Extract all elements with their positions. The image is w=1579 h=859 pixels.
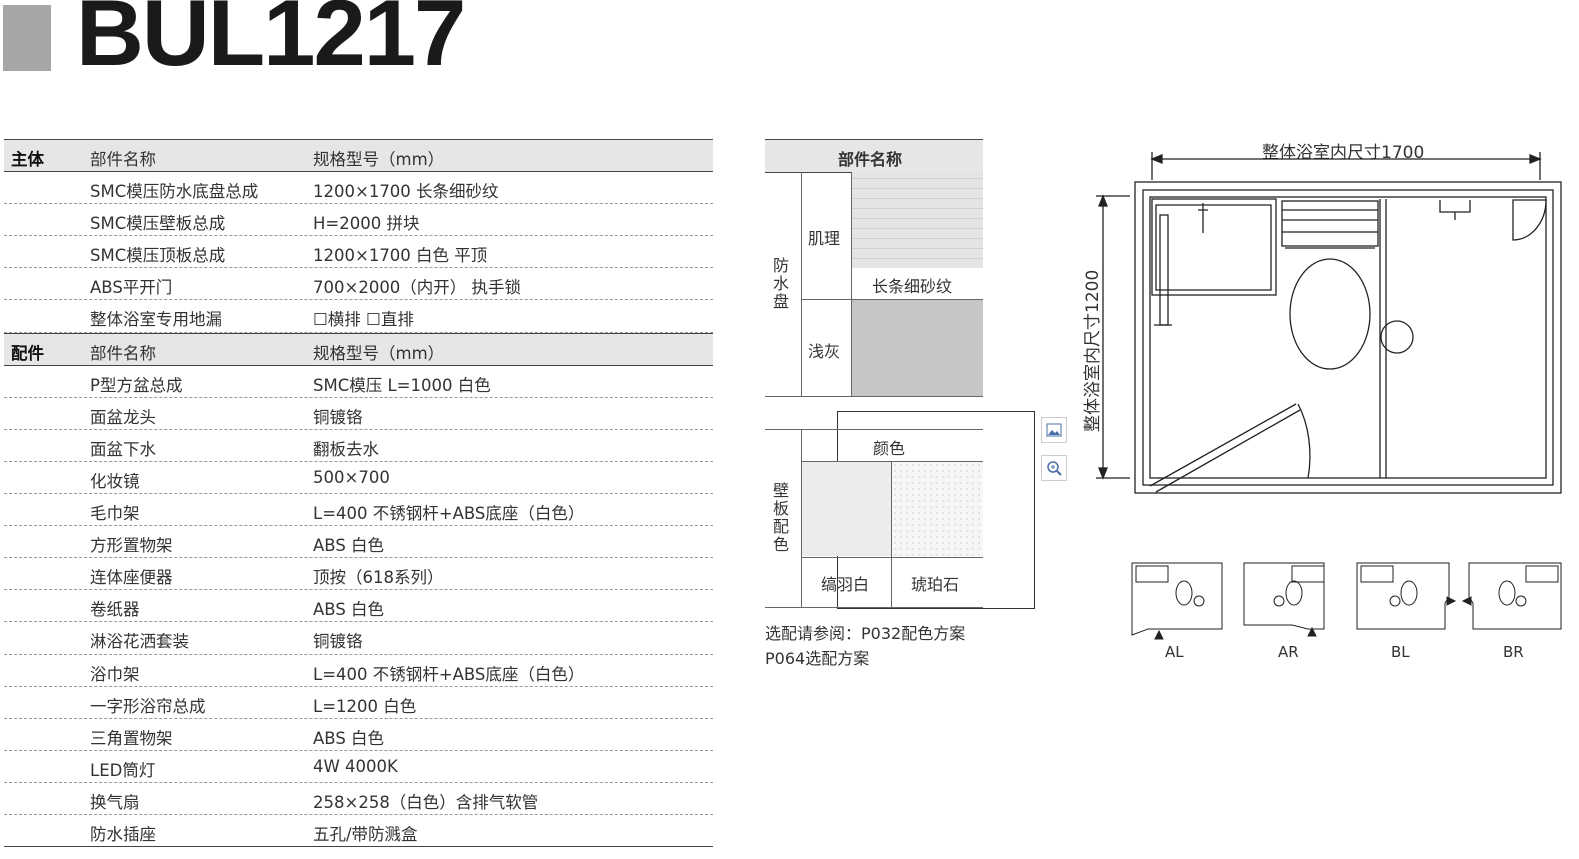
table-row: 淋浴花洒套装 铜镀铬 bbox=[4, 622, 713, 655]
table-row: 防水插座 五孔/带防溅盒 bbox=[4, 815, 713, 848]
part-spec: 258×258（白色）含排气软管 bbox=[313, 792, 539, 812]
color-panel-header: 部件名称 bbox=[838, 150, 903, 169]
column-header: 部件名称 bbox=[90, 150, 156, 169]
part-spec: 顶按（618系列） bbox=[313, 568, 444, 588]
title-color-block bbox=[3, 5, 51, 71]
table-row: 方形置物架 ABS 白色 bbox=[4, 526, 713, 559]
table-row: ABS平开门 700×2000（内开） 执手锁 bbox=[4, 268, 713, 301]
column-header: 主体 bbox=[11, 150, 44, 169]
wall-group-label: 壁板配色 bbox=[773, 481, 790, 554]
part-spec: 铜镀铬 bbox=[313, 407, 363, 427]
part-name: SMC模压壁板总成 bbox=[90, 214, 226, 234]
part-spec: 700×2000（内开） 执手锁 bbox=[313, 278, 522, 298]
image-icon[interactable] bbox=[1041, 417, 1067, 443]
part-name: SMC模压顶板总成 bbox=[90, 246, 226, 266]
part-name: 连体座便器 bbox=[90, 568, 173, 588]
part-name: 换气扇 bbox=[90, 792, 140, 812]
table-row: 整体浴室专用地漏 ☐横排 ☐直排 bbox=[4, 300, 713, 333]
note-line-1: 选配请参阅：P032配色方案 bbox=[765, 624, 966, 643]
table-row: 三角置物架 ABS 白色 bbox=[4, 719, 713, 751]
wall-color-header: 颜色 bbox=[873, 439, 906, 458]
part-name: 一字形浴帘总成 bbox=[90, 696, 206, 716]
part-spec: L=400 不锈钢杆+ABS底座（白色） bbox=[313, 664, 585, 684]
width-dimension-label: 整体浴室内尺寸1700 bbox=[1262, 143, 1425, 163]
part-name: 整体浴室专用地漏 bbox=[90, 310, 222, 330]
part-name: 三角置物架 bbox=[90, 728, 173, 748]
model-title: BUL1217 bbox=[76, 0, 466, 85]
part-spec: L=1200 白色 bbox=[313, 696, 417, 716]
note: 选配请参阅：P032配色方案 P064选配方案 bbox=[765, 621, 965, 671]
part-spec: 铜镀铬 bbox=[313, 632, 363, 652]
table-row: SMC模压顶板总成 1200×1700 白色 平顶 bbox=[4, 236, 713, 269]
part-name: SMC模压防水底盘总成 bbox=[90, 182, 259, 202]
part-name: 浴巾架 bbox=[90, 664, 140, 684]
accessory-section-header: 配件 部件名称 规格型号（mm） bbox=[4, 332, 713, 366]
table-row: SMC模压壁板总成 H=2000 拼块 bbox=[4, 204, 713, 237]
table-row: 一字形浴帘总成 L=1200 白色 bbox=[4, 687, 713, 719]
part-name: 方形置物架 bbox=[90, 536, 173, 556]
part-spec: L=400 不锈钢杆+ABS底座（白色） bbox=[313, 504, 585, 524]
tray-color-swatch bbox=[851, 300, 983, 396]
part-spec: 1200×1700 长条细砂纹 bbox=[313, 182, 499, 202]
part-spec: SMC模压 L=1000 白色 bbox=[313, 375, 491, 395]
part-spec: 4W 4000K bbox=[313, 756, 398, 776]
wall-swatch-white bbox=[802, 462, 891, 556]
variant-ar-label: AR bbox=[1278, 643, 1299, 661]
part-spec: ABS 白色 bbox=[313, 600, 385, 620]
part-name: 防水插座 bbox=[90, 824, 156, 844]
variant-br-label: BR bbox=[1503, 643, 1524, 661]
part-name: P型方盆总成 bbox=[90, 375, 183, 395]
table-row: SMC模压防水底盘总成 1200×1700 长条细砂纹 bbox=[4, 172, 713, 205]
part-name: 面盆龙头 bbox=[90, 407, 156, 427]
part-spec: ABS 白色 bbox=[313, 536, 385, 556]
table-row: 换气扇 258×258（白色）含排气软管 bbox=[4, 783, 713, 815]
tray-texture-name: 长条细砂纹 bbox=[872, 277, 953, 296]
wall-option-amber: 琥珀石 bbox=[911, 575, 960, 594]
table-row: LED筒灯 4W 4000K bbox=[4, 751, 713, 783]
part-name: 化妆镜 bbox=[90, 471, 140, 491]
main-section-header: 主体 部件名称 规格型号（mm） bbox=[4, 139, 713, 173]
column-header: 规格型号（mm） bbox=[313, 150, 445, 169]
color-panel: 部件名称 防水盘 肌理 长条细砂纹 浅灰 颜色 壁板配色 缟羽白 琥珀石 bbox=[765, 139, 1035, 609]
column-header: 部件名称 bbox=[90, 343, 156, 363]
tray-texture-swatch bbox=[851, 172, 983, 268]
table-row: P型方盆总成 SMC模压 L=1000 白色 bbox=[4, 366, 713, 398]
table-row: 浴巾架 L=400 不锈钢杆+ABS底座（白色） bbox=[4, 655, 713, 687]
part-name: ABS平开门 bbox=[90, 278, 173, 298]
tray-color-label: 浅灰 bbox=[808, 342, 841, 361]
table-row: 毛巾架 L=400 不锈钢杆+ABS底座（白色） bbox=[4, 494, 713, 527]
part-name: 卷纸器 bbox=[90, 600, 140, 620]
note-line-2: P064选配方案 bbox=[765, 649, 870, 668]
column-header: 配件 bbox=[11, 343, 44, 363]
wall-swatch-amber bbox=[892, 462, 983, 556]
table-row: 卷纸器 ABS 白色 bbox=[4, 590, 713, 623]
column-header: 规格型号（mm） bbox=[313, 343, 445, 363]
tray-group-label: 防水盘 bbox=[773, 256, 790, 311]
tray-texture-label: 肌理 bbox=[808, 229, 841, 248]
table-row: 面盆龙头 铜镀铬 bbox=[4, 398, 713, 430]
variant-al-label: AL bbox=[1165, 643, 1184, 661]
table-row: 面盆下水 翻板去水 bbox=[4, 430, 713, 462]
part-spec: ABS 白色 bbox=[313, 728, 385, 748]
part-spec: 1200×1700 白色 平顶 bbox=[313, 246, 488, 266]
part-spec: 500×700 bbox=[313, 467, 390, 487]
part-spec: H=2000 拼块 bbox=[313, 214, 420, 234]
part-name: 淋浴花洒套装 bbox=[90, 632, 189, 652]
table-row: 化妆镜 500×700 bbox=[4, 462, 713, 495]
wall-option-white: 缟羽白 bbox=[821, 575, 870, 594]
part-spec: 翻板去水 bbox=[313, 439, 379, 459]
table-row: 连体座便器 顶按（618系列） bbox=[4, 558, 713, 591]
zoom-in-icon[interactable] bbox=[1041, 455, 1067, 481]
part-spec: 五孔/带防溅盒 bbox=[313, 824, 418, 844]
part-name: 毛巾架 bbox=[90, 504, 140, 524]
part-name: LED筒灯 bbox=[90, 760, 156, 780]
part-spec: ☐横排 ☐直排 bbox=[313, 310, 414, 330]
part-name: 面盆下水 bbox=[90, 439, 156, 459]
variant-bl-label: BL bbox=[1391, 643, 1410, 661]
